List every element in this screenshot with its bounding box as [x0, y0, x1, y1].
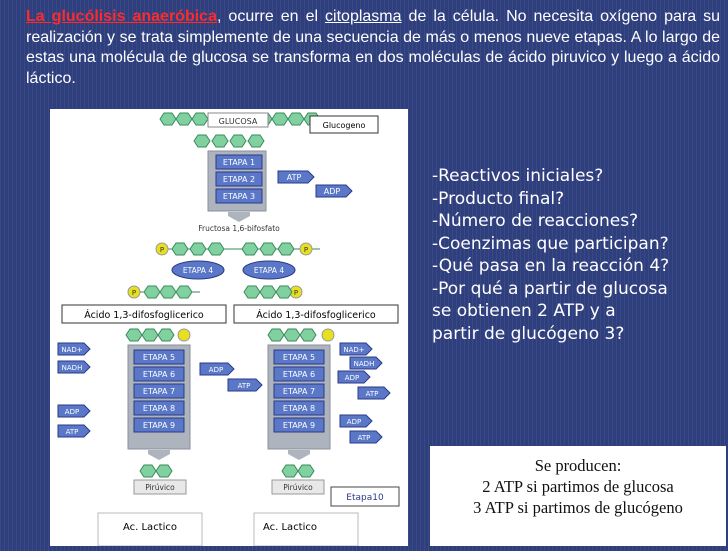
- nadh-label-left: NADH: [62, 364, 83, 372]
- adp-label-top: ADP: [324, 187, 341, 196]
- adp-label-mid: ADP: [209, 366, 223, 374]
- top-etapas: ETAPA 1 ETAPA 2 ETAPA 3: [215, 154, 263, 204]
- fructosa-label: Fructosa 1,6-bifosfato: [198, 224, 280, 233]
- piruvico-right: [271, 479, 325, 495]
- left-etapa-7: ETAPA 7: [143, 387, 175, 396]
- intro-highlight: La glucólisis anaeróbica: [26, 8, 217, 25]
- left-lower-chain: [125, 328, 191, 342]
- adp-tag-mid: [199, 362, 235, 376]
- acido-left-label: Ácido 1,3-difosfoglicerico: [84, 309, 204, 321]
- etapa-4-right-label: ETAPA 4: [254, 266, 284, 275]
- atp-tag-mid: [227, 378, 263, 392]
- answer-line-1: 2 ATP si partimos de glucosa: [482, 477, 674, 496]
- phosphate-label-2: P: [304, 246, 308, 254]
- question-3: -Número de reacciones?: [432, 211, 639, 231]
- glucose-hexagon: [193, 134, 211, 148]
- etapa-3: ETAPA 3: [223, 192, 255, 201]
- adp-label-left: ADP: [65, 408, 79, 416]
- acido-right-label: Ácido 1,3-difosfoglicerico: [256, 309, 376, 321]
- nadh-tag-right: [349, 356, 383, 370]
- etapa-2: ETAPA 2: [223, 175, 255, 184]
- question-6: -Por qué a partir de glucosa: [432, 278, 668, 299]
- answer-box: Se producen: 2 ATP si partimos de glucos…: [430, 446, 726, 546]
- intro-part2: de la célula. No necesita oxígeno para s…: [26, 8, 720, 87]
- nad-label-left: NAD+: [61, 346, 82, 354]
- nad-tag-right: [339, 342, 373, 356]
- arrow-down-right: [288, 450, 310, 460]
- acido-left-box: [61, 304, 227, 324]
- adp-tag-right-2: [339, 414, 373, 428]
- etapa-1: ETAPA 1: [223, 158, 255, 167]
- intro-paragraph: La glucólisis anaeróbica, ocurre en el c…: [26, 7, 720, 89]
- etapa-4-right: [242, 260, 296, 280]
- atp-tag-right-2: [349, 430, 383, 444]
- glucogeno-label: Glucogeno: [323, 121, 366, 130]
- left-etapa-6: ETAPA 6: [143, 370, 175, 379]
- right-etapa-6: ETAPA 6: [283, 370, 315, 379]
- nadh-tag-left: [57, 360, 91, 374]
- piruvico-left-label: Pirúvico: [145, 483, 175, 492]
- lactico-right-label: Ac. Lactico: [263, 522, 317, 533]
- adp-label-right-2: ADP: [347, 418, 361, 426]
- answer-line-2: 3 ATP si partimos de glucógeno: [473, 498, 683, 517]
- atp-label-left: ATP: [66, 428, 79, 436]
- right-etapas: ETAPA 5 ETAPA 6 ETAPA 7 ETAPA 8 ETAPA 9: [273, 349, 325, 433]
- question-5: -Qué pasa en la reacción 4?: [432, 256, 670, 276]
- lactico-right-box: [253, 512, 359, 547]
- piruvico-left: [133, 479, 187, 495]
- atp-tag-left: [57, 424, 91, 438]
- etapa-4-left-label: ETAPA 4: [183, 266, 213, 275]
- glycolysis-diagram: GLUCOSA Glucogeno ETAPA 1 ETAPA 2 ETAPA …: [50, 109, 408, 547]
- adp-tag-right: [337, 370, 371, 384]
- nad-label-right: NAD+: [343, 346, 364, 354]
- glucogeno-box: [309, 115, 379, 134]
- atp-label-right: ATP: [366, 390, 379, 398]
- question-7: se obtienen 2 ATP y a: [432, 301, 616, 321]
- right-lower-chain: [267, 328, 335, 342]
- atp-label-mid: ATP: [238, 382, 251, 390]
- question-1: -Reactivos iniciales?: [432, 166, 604, 186]
- atp-label-right-2: ATP: [358, 434, 371, 442]
- glucosa-box: [207, 112, 269, 128]
- etapa-4-left: [171, 260, 225, 280]
- left-etapa-9: ETAPA 9: [143, 421, 175, 430]
- atp-label-top: ATP: [287, 173, 302, 182]
- phosphate-label-4: P: [294, 289, 298, 297]
- arrow-down-left: [148, 450, 170, 460]
- right-etapa-5: ETAPA 5: [283, 353, 315, 362]
- right-etapa-9: ETAPA 9: [283, 421, 315, 430]
- atp-tag-top: [277, 170, 315, 184]
- etapa10-label: Etapa10: [346, 493, 384, 503]
- nad-tag-left: [57, 342, 91, 356]
- nadh-label-right: NADH: [354, 360, 375, 368]
- lactico-left-box: [97, 512, 203, 547]
- adp-tag-left: [57, 404, 91, 418]
- lactico-left-label: Ac. Lactico: [123, 522, 177, 533]
- left-etapas: ETAPA 5 ETAPA 6 ETAPA 7 ETAPA 8 ETAPA 9: [133, 349, 185, 433]
- adp-label-right: ADP: [345, 374, 359, 382]
- adp-tag-top: [315, 184, 353, 198]
- glucosa-label: GLUCOSA: [219, 117, 258, 126]
- fructose-chain: P P: [155, 242, 320, 256]
- question-4: -Coenzimas que participan?: [432, 233, 669, 254]
- left-etapa-5: ETAPA 5: [143, 353, 175, 362]
- phosphate-label-3: P: [132, 289, 136, 297]
- right-etapa-8: ETAPA 8: [283, 404, 315, 413]
- intro-part1: , ocurre en el: [216, 8, 326, 25]
- etapa10-box: [330, 486, 400, 507]
- split-chains: P P: [127, 285, 303, 299]
- question-8: partir de glucógeno 3?: [432, 323, 625, 344]
- phosphate-label-1: P: [160, 246, 164, 254]
- question-2: -Producto final?: [432, 188, 565, 209]
- piruvico-right-label: Pirúvico: [283, 483, 313, 492]
- right-etapa-7: ETAPA 7: [283, 387, 315, 396]
- questions-list: -Reactivos iniciales? -Producto final? -…: [432, 165, 722, 345]
- arrow-down-1: [228, 212, 250, 222]
- atp-tag-right: [357, 386, 391, 400]
- acido-right-box: [233, 304, 399, 324]
- left-etapa-8: ETAPA 8: [143, 404, 175, 413]
- intro-link-citoplasma[interactable]: citoplasma: [325, 8, 402, 25]
- answer-title: Se producen:: [534, 456, 622, 475]
